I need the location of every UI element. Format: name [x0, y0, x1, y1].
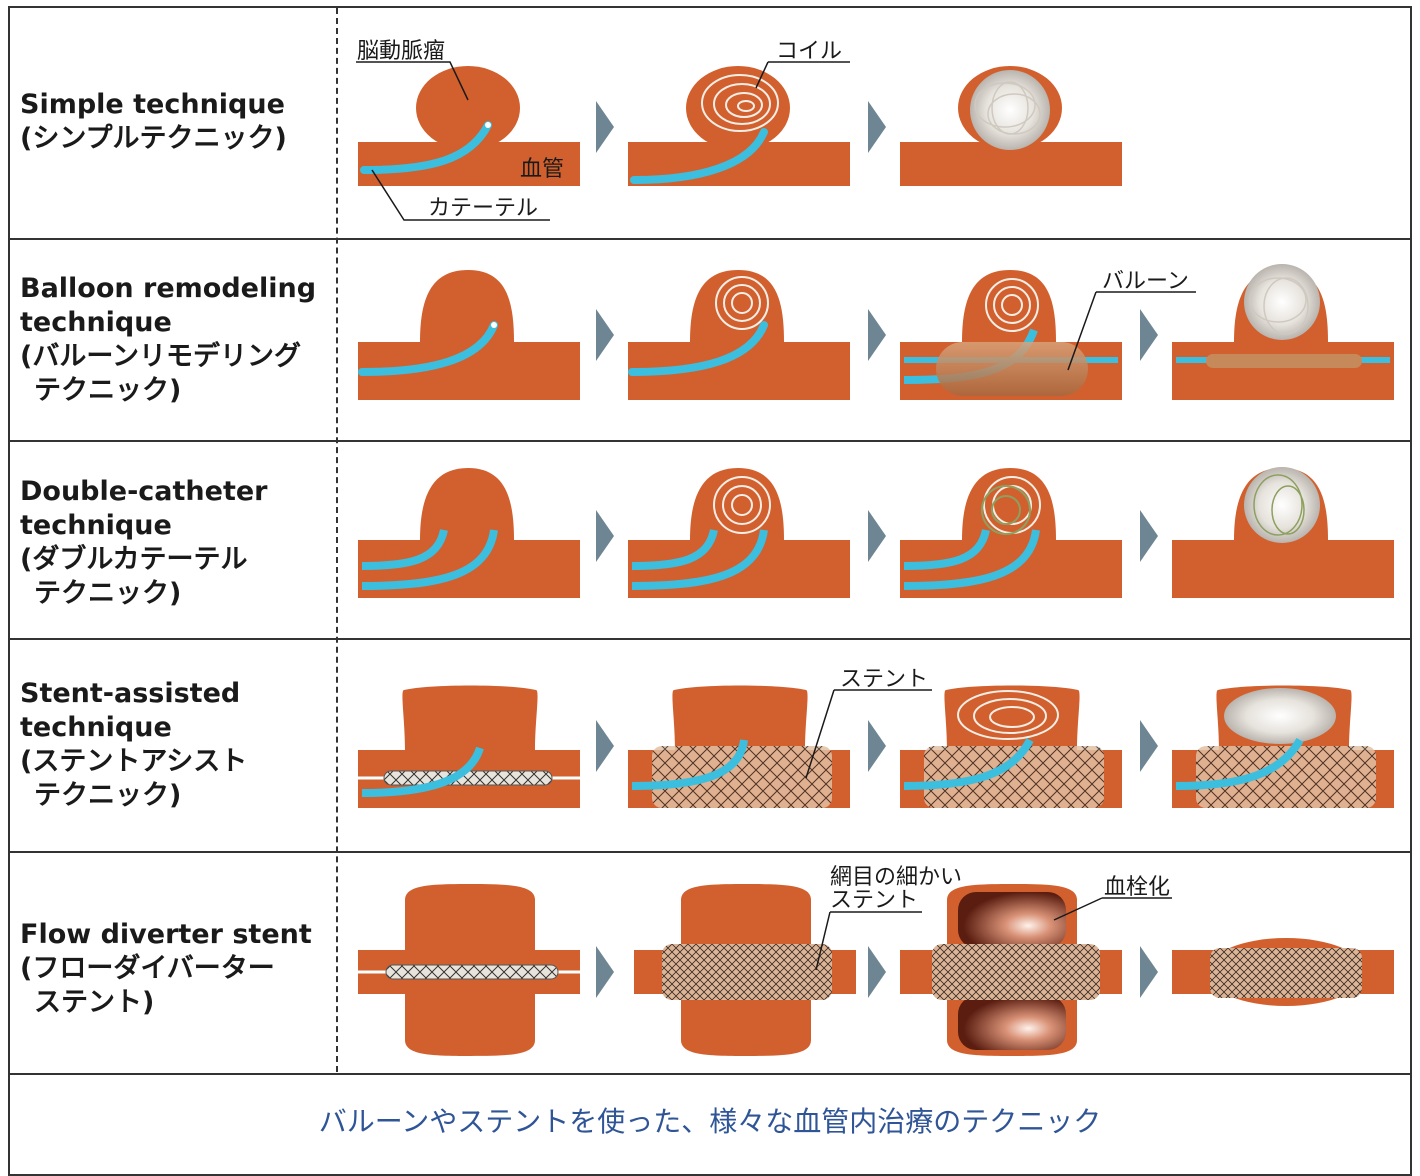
balloon-step-3: [900, 270, 1122, 400]
double-catheter-step-3: [900, 468, 1122, 598]
row-divider: [8, 238, 1412, 240]
row-title-jp: (バルーンリモデリング: [20, 341, 301, 372]
flow-diverter-step-4: [1172, 938, 1394, 1006]
row-title-jp: ステント): [34, 987, 155, 1018]
row-title-en: technique: [20, 307, 172, 338]
step-arrow-icon: [868, 946, 886, 998]
callout-fine-stent: ステント: [830, 888, 918, 913]
step-arrow-icon: [868, 720, 886, 772]
row-label-balloon: Balloon remodeling technique (バルーンリモデリング…: [20, 272, 316, 408]
row-title-en: technique: [20, 712, 172, 743]
stent-assisted-step-3: [900, 685, 1122, 808]
balloon-step-2: [628, 270, 850, 400]
row-title-en: technique: [20, 510, 172, 541]
step-arrow-icon: [868, 101, 886, 153]
row-title-jp: テクニック): [34, 375, 182, 406]
step-arrow-icon: [596, 309, 614, 361]
step-arrow-icon: [1140, 720, 1158, 772]
simple-step-2: [628, 66, 850, 186]
row-label-double-catheter: Double-catheter technique (ダブルカテーテル テクニッ…: [20, 475, 267, 611]
callout-stent: ステント: [840, 667, 928, 692]
row-title-en: Stent-assisted: [20, 678, 241, 709]
step-arrow-icon: [1140, 946, 1158, 998]
flow-diverter-step-2: [634, 884, 856, 1056]
row-label-stent-assisted: Stent-assisted technique (ステントアシスト テクニック…: [20, 677, 247, 813]
stent-assisted-step-1: [358, 685, 580, 808]
row-divider: [8, 440, 1412, 442]
simple-step-3: [900, 66, 1122, 186]
double-catheter-step-4: [1172, 467, 1394, 598]
callout-thrombosis: 血栓化: [1104, 875, 1170, 900]
row-divider: [8, 851, 1412, 853]
row-label-flow-diverter: Flow diverter stent (フローダイバーター ステント): [20, 918, 312, 1020]
step-arrow-icon: [868, 510, 886, 562]
step-arrow-icon: [596, 101, 614, 153]
row-title-jp: (ステントアシスト: [20, 746, 248, 777]
callout-balloon: バルーン: [1102, 269, 1189, 294]
step-arrow-icon: [596, 946, 614, 998]
row-title-jp: テクニック): [34, 780, 182, 811]
callout-aneurysm: 脳動脈瘤: [357, 39, 445, 64]
step-arrow-icon: [868, 309, 886, 361]
row-title-jp: (ダブルカテーテル: [20, 544, 248, 575]
figure-caption: バルーンやステントを使った、様々な血管内治療のテクニック: [318, 1105, 1102, 1138]
balloon-step-1: [358, 270, 580, 400]
balloon-step-4: [1172, 264, 1394, 400]
stent-assisted-step-4: [1172, 685, 1394, 808]
step-arrow-icon: [596, 510, 614, 562]
column-separator: [336, 8, 338, 1072]
double-catheter-step-1: [358, 468, 580, 598]
row-title-en: Double-catheter: [20, 476, 268, 507]
row-title-jp: テクニック): [34, 578, 182, 609]
row-title-jp: (シンプルテクニック): [20, 123, 287, 154]
callout-coil: コイル: [776, 39, 842, 64]
row-title-jp: (フローダイバーター: [20, 953, 275, 984]
row-title-en: Flow diverter stent: [20, 919, 312, 950]
step-arrow-icon: [1140, 309, 1158, 361]
callout-leaders: [356, 61, 1196, 971]
row-label-simple: Simple technique (シンプルテクニック): [20, 88, 287, 156]
stent-assisted-step-2: [628, 685, 850, 808]
simple-step-1: [358, 66, 580, 186]
callout-catheter: カテーテル: [428, 196, 538, 221]
row-divider: [8, 638, 1412, 640]
double-catheter-step-2: [628, 468, 850, 598]
row-title-en: Balloon remodeling: [20, 273, 317, 304]
step-arrows: [596, 101, 1158, 998]
callout-vessel: 血管: [520, 157, 564, 182]
flow-diverter-step-3: [900, 884, 1122, 1056]
row-divider: [8, 1073, 1412, 1075]
step-arrow-icon: [596, 720, 614, 772]
row-title-en: Simple technique: [20, 89, 285, 120]
step-arrow-icon: [1140, 510, 1158, 562]
callout-fine-stent: 網目の細かい: [830, 865, 962, 890]
flow-diverter-step-1: [358, 884, 580, 1056]
